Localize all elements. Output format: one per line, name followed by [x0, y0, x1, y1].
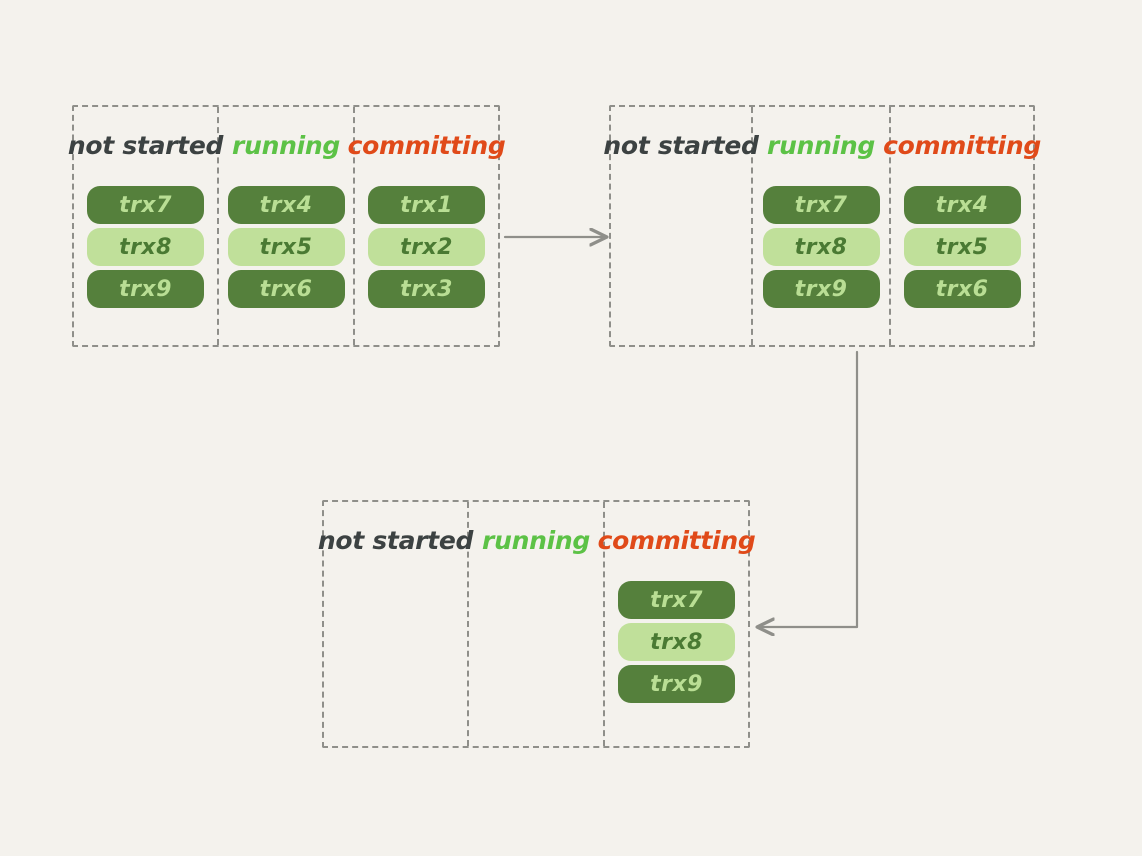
column-title-not-started: not started — [67, 131, 224, 160]
transaction-pill[interactable]: trx4 — [227, 186, 345, 224]
column-title-running: running — [482, 526, 590, 555]
transaction-pill[interactable]: trx8 — [618, 623, 735, 661]
pill-stack: trx4 trx5 trx6 — [903, 186, 1021, 308]
transaction-pill[interactable]: trx5 — [903, 228, 1021, 266]
transaction-pill[interactable]: trx3 — [368, 270, 485, 308]
column-not-started: not started — [603, 107, 759, 345]
transaction-pill[interactable]: trx9 — [87, 270, 204, 308]
column-title-committing: committing — [883, 131, 1041, 160]
pill-stack: trx4 trx5 trx6 — [227, 186, 345, 308]
column-committing: committing trx7 trx8 trx9 — [598, 502, 756, 746]
pill-stack: trx1 trx2 trx3 — [368, 186, 485, 308]
transaction-pill[interactable]: trx8 — [87, 228, 204, 266]
transaction-pill[interactable]: trx1 — [368, 186, 485, 224]
column-title-committing: committing — [597, 526, 756, 555]
column-running: running — [469, 502, 605, 746]
column-not-started: not started trx7 trx8 trx9 — [68, 107, 223, 345]
transaction-pill[interactable]: trx7 — [87, 186, 204, 224]
transaction-pill[interactable]: trx7 — [762, 186, 880, 224]
transaction-pill[interactable]: trx6 — [227, 270, 345, 308]
pill-stack: trx7 trx8 trx9 — [762, 186, 880, 308]
column-title-running: running — [767, 131, 875, 160]
column-title-not-started: not started — [603, 131, 759, 160]
transaction-pill[interactable]: trx2 — [368, 228, 485, 266]
pill-stack: trx7 trx8 trx9 — [87, 186, 204, 308]
transaction-pill[interactable]: trx6 — [903, 270, 1021, 308]
column-committing: committing trx1 trx2 trx3 — [348, 107, 506, 345]
transaction-pill[interactable]: trx4 — [903, 186, 1021, 224]
column-running: running trx7 trx8 trx9 — [753, 107, 891, 345]
pill-stack: trx7 trx8 trx9 — [618, 581, 735, 703]
transaction-pill[interactable]: trx7 — [618, 581, 735, 619]
state-group-3: not started running committing trx7 trx8… — [318, 500, 756, 748]
column-not-started: not started — [318, 502, 473, 746]
column-title-committing: committing — [347, 131, 506, 160]
column-committing: committing trx4 trx5 trx6 — [883, 107, 1041, 345]
transaction-pill[interactable]: trx8 — [762, 228, 880, 266]
column-title-running: running — [232, 131, 340, 160]
column-running: running trx4 trx5 trx6 — [219, 107, 355, 345]
state-group-2: not started running trx7 trx8 trx9 commi… — [603, 105, 1041, 347]
transaction-pill[interactable]: trx9 — [762, 270, 880, 308]
arrow-group2-to-group3 — [758, 350, 859, 627]
state-group-1: not started trx7 trx8 trx9 running trx4 … — [68, 105, 506, 347]
column-title-not-started: not started — [317, 526, 474, 555]
transaction-pill[interactable]: trx5 — [227, 228, 345, 266]
transaction-pill[interactable]: trx9 — [618, 665, 735, 703]
